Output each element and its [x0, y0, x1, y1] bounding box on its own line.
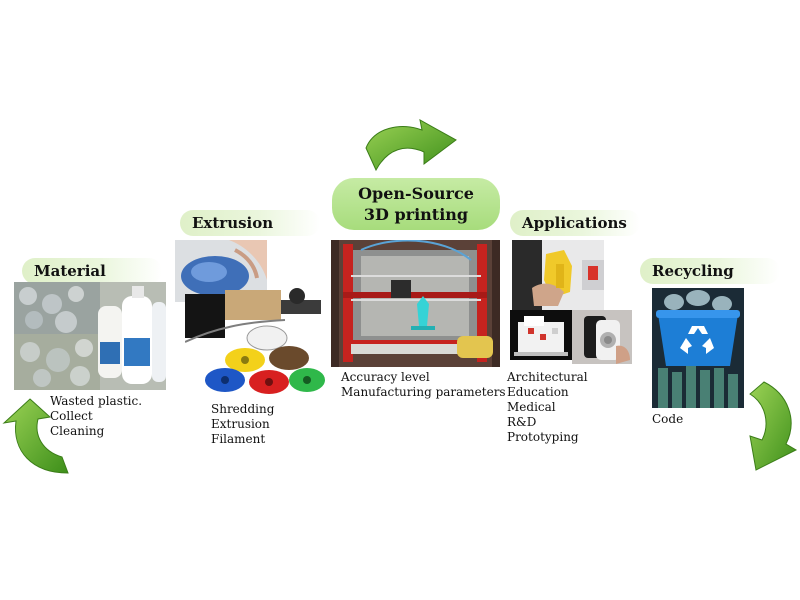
- extrusion-item: Shredding: [211, 402, 275, 416]
- top-cycle-arrow-icon: [365, 119, 457, 172]
- material-stage-label: Material: [22, 258, 162, 284]
- applications-items: Architectural Education Medical R&D Prot…: [507, 370, 588, 445]
- printing-item: Accuracy level: [341, 370, 430, 384]
- open-source-3d-printing-label: Open-Source 3D printing: [332, 178, 500, 230]
- printing-items: Accuracy level Manufacturing parameters: [341, 370, 506, 400]
- material-item: Wasted plastic.: [50, 394, 143, 408]
- recycling-stage-label: Recycling: [640, 258, 780, 284]
- material-item: Cleaning: [50, 424, 105, 438]
- extrusion-stage-label: Extrusion: [180, 210, 320, 236]
- applications-item: R&D: [507, 415, 537, 429]
- extrusion-item: Filament: [211, 432, 266, 446]
- material-title: Material: [34, 262, 106, 280]
- center-title-line2: 3D printing: [363, 205, 469, 224]
- plastic-pellets-photo: [175, 240, 267, 302]
- prosthetic-hand-photo: [512, 240, 604, 310]
- extrusion-items: Shredding Extrusion Filament: [211, 402, 274, 447]
- right-cycle-arrow-icon: [749, 381, 798, 471]
- printing-item: Manufacturing parameters: [341, 385, 506, 399]
- extrusion-item: Extrusion: [211, 417, 270, 431]
- applications-item: Education: [507, 385, 569, 399]
- 3d-printer-photo: [331, 240, 500, 367]
- phone-case-photo: [572, 310, 632, 364]
- applications-title: Applications: [522, 214, 627, 232]
- extrusion-title: Extrusion: [192, 214, 274, 232]
- extruder-filament-photo: [185, 280, 325, 398]
- applications-item: Prototyping: [507, 430, 579, 444]
- architectural-model-photo: [510, 310, 572, 360]
- center-title-line1: Open-Source: [358, 184, 474, 203]
- applications-item: Medical: [507, 400, 556, 414]
- applications-stage-label: Applications: [510, 210, 640, 236]
- recycling-item: Code: [652, 412, 684, 426]
- recycling-title: Recycling: [652, 262, 734, 280]
- left-cycle-arrow-icon: [2, 398, 69, 474]
- recycling-items: Code: [652, 412, 683, 427]
- applications-item: Architectural: [507, 370, 588, 384]
- recycling-bin-photo: [652, 288, 744, 408]
- material-items: Wasted plastic. Collect Cleaning: [50, 394, 142, 439]
- material-item: Collect: [50, 409, 93, 423]
- material-photo: [14, 282, 166, 390]
- recycling-bin-icon: [680, 326, 714, 354]
